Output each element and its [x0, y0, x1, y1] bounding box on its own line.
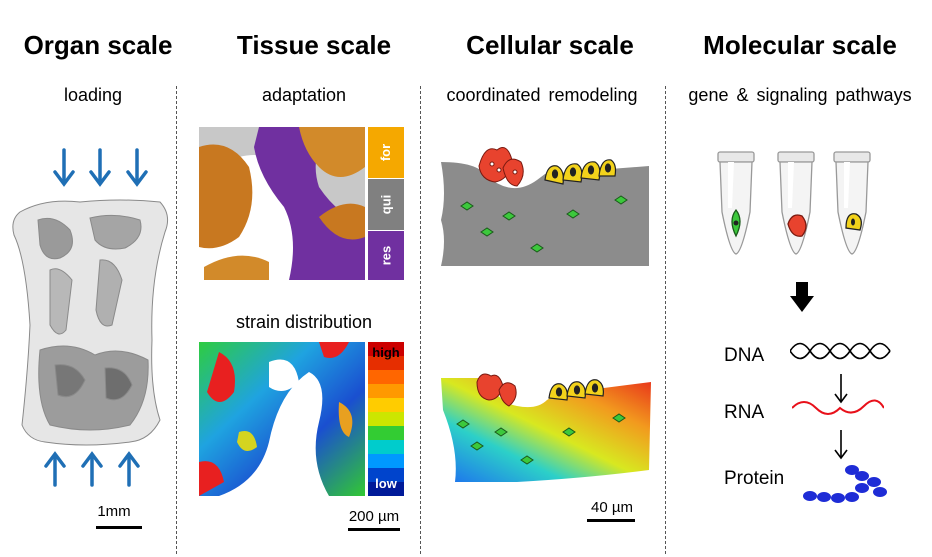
legend-formation: for: [368, 127, 404, 178]
divider-2: [420, 86, 421, 554]
legend-quiescent: qui: [368, 179, 404, 230]
down-arrow-icon: [790, 282, 814, 312]
osteoclast-cells: [478, 147, 524, 187]
strain-distribution-label: strain distribution: [235, 312, 373, 332]
strain-legend-bar: [368, 342, 404, 496]
cellular-subtitle: coordinated remodeling: [446, 85, 638, 105]
strain-high-label: high: [372, 345, 400, 360]
load-arrows-top: [53, 148, 148, 187]
osteoblast-cells: [544, 159, 617, 185]
divider-3: [665, 86, 666, 554]
tissue-scale-label: 200 µm: [348, 508, 400, 525]
osteocyte-cells: [460, 195, 628, 253]
bone-specimen: [12, 199, 169, 446]
rna-strand-icon: [792, 399, 884, 415]
molecular-scale-heading: Molecular scale: [703, 30, 897, 60]
tube-osteocyte: [717, 151, 755, 255]
arrow-dna-to-rna-icon: [834, 374, 848, 404]
tissue-adaptation-image: [199, 127, 365, 280]
cellular-remodeling-bottom: [441, 373, 651, 482]
tissue-scale-bar: [348, 528, 400, 531]
protein-chain-icon: [803, 465, 887, 503]
rna-label: RNA: [724, 402, 765, 423]
cellular-scale-bar: [587, 519, 635, 522]
molecular-subtitle: gene & signaling pathways: [688, 85, 912, 105]
organ-panel: [12, 148, 169, 487]
strain-distribution-image: [199, 342, 365, 496]
tube-osteoclast: [777, 151, 815, 255]
strain-low-label: low: [375, 476, 397, 491]
sample-tubes: [717, 151, 871, 255]
cellular-scale-label: 40 µm: [591, 499, 633, 516]
dna-label: DNA: [724, 345, 765, 366]
organ-scale-heading: Organ scale: [23, 30, 173, 60]
tube-osteoblast: [833, 151, 871, 255]
arrow-rna-to-protein-icon: [834, 430, 848, 460]
tissue-subtitle: adaptation: [261, 85, 347, 105]
legend-resorption: res: [368, 231, 404, 280]
dna-helix-icon: [790, 342, 891, 360]
protein-label: Protein: [724, 468, 785, 489]
cellular-scale-heading: Cellular scale: [466, 30, 634, 60]
load-arrows-bottom: [44, 451, 140, 487]
organ-scale-bar: [96, 526, 142, 529]
divider-1: [176, 86, 177, 554]
organ-scale-label: 1mm: [97, 503, 131, 520]
tissue-scale-heading: Tissue scale: [236, 30, 392, 60]
organ-subtitle: loading: [63, 85, 123, 105]
cellular-remodeling-top: [441, 147, 649, 266]
